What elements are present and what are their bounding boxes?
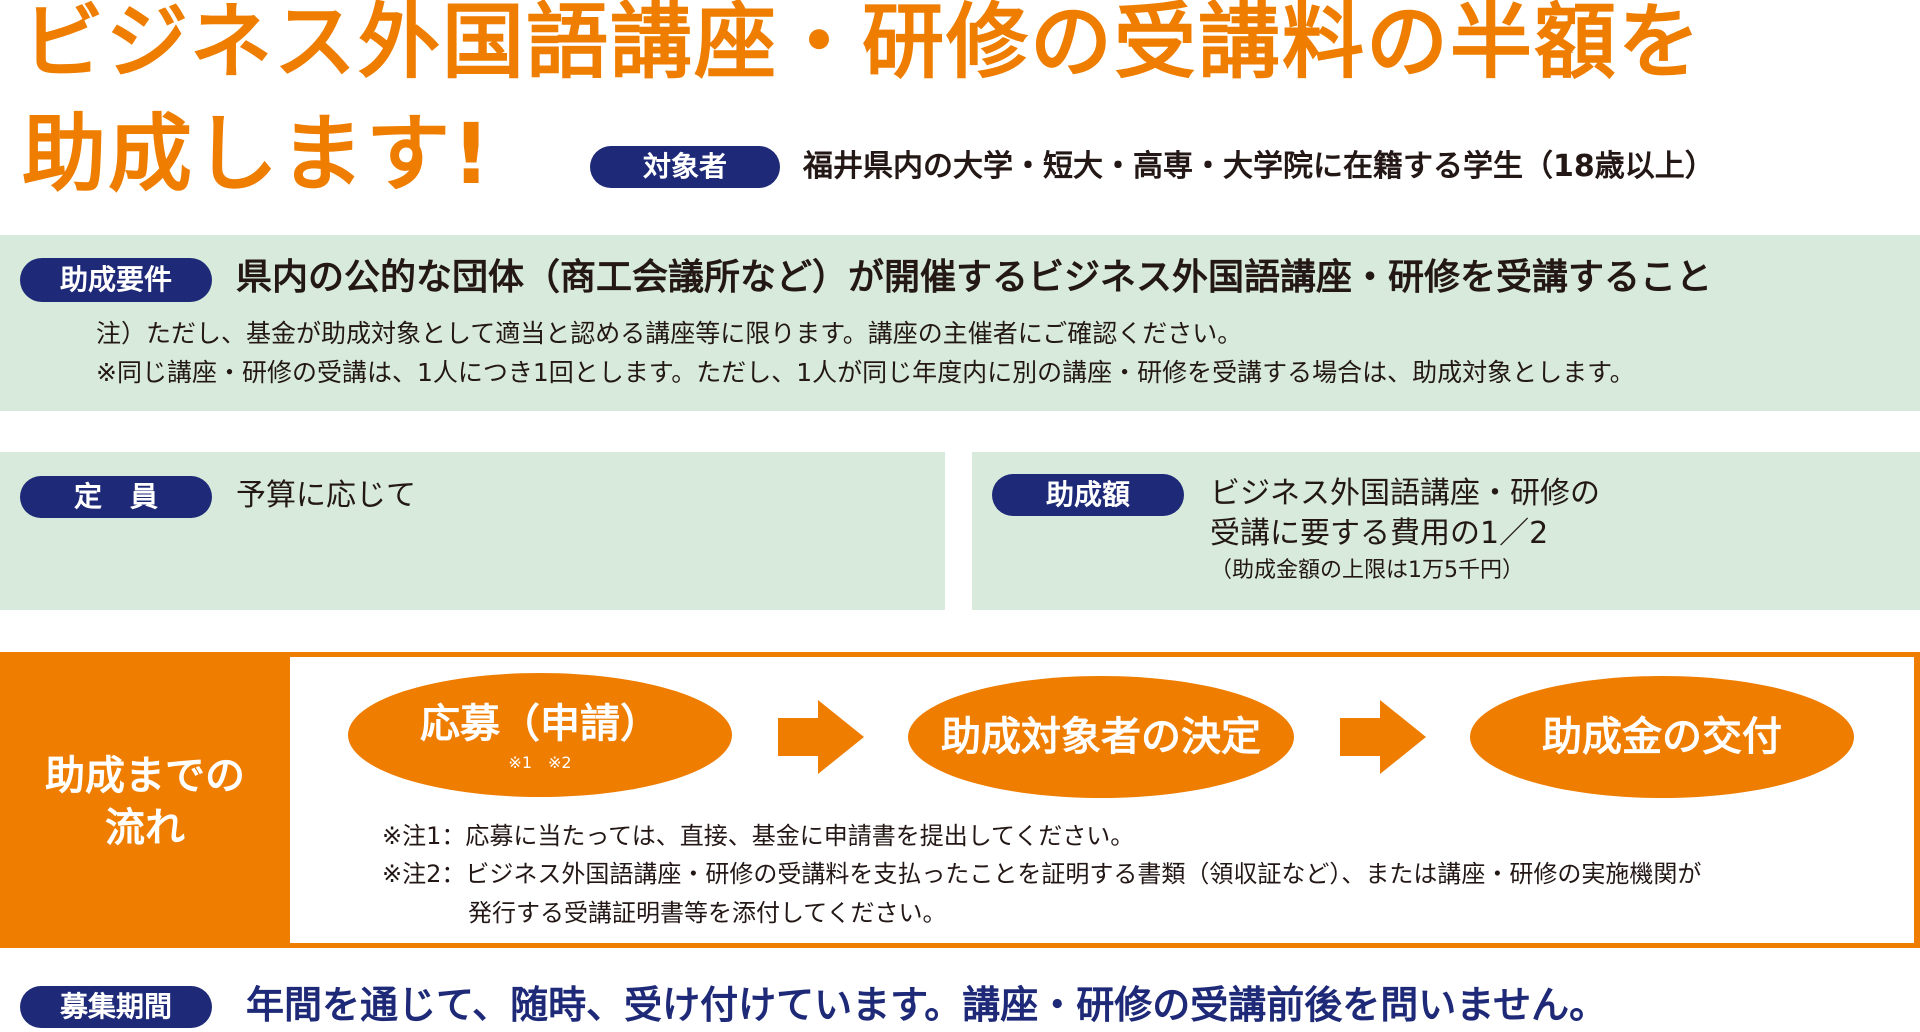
requirements-note1: 注）ただし、基金が助成対象として適当と認める講座等に限ります。講座の主催者にご確… xyxy=(96,319,1243,348)
flow-note1: ※注1：応募に当たっては、直接、基金に申請書を提出してください。 xyxy=(382,822,1135,850)
requirements-main: 県内の公的な団体（商工会議所など）が開催するビジネス外国語講座・研修を受講するこ… xyxy=(236,257,1713,298)
target-text: 福井県内の大学・短大・高専・大学院に在籍する学生（18歳以上） xyxy=(803,149,1715,184)
flow-arrow-right-icon xyxy=(778,700,864,774)
requirements-panel xyxy=(0,235,1920,411)
flow-step-decision: 助成対象者の決定 xyxy=(908,676,1294,798)
flow-note2: ※注2：ビジネス外国語講座・研修の受講料を支払ったことを証明する書類（領収証など… xyxy=(382,860,1702,888)
flow-label-line2: 流れ xyxy=(105,805,185,851)
amount-line1: ビジネス外国語講座・研修の xyxy=(1210,476,1600,511)
headline-line1: ビジネス外国語講座・研修の受講料の半額を xyxy=(22,0,1703,90)
flow-step-apply-label: 応募（申請） xyxy=(420,701,660,747)
capacity-text: 予算に応じて xyxy=(236,478,416,513)
headline-line2: 助成します! xyxy=(22,105,493,203)
recruit-text: 年間を通じて、随時、受け付けています。講座・研修の受講前後を問いません。 xyxy=(246,983,1608,1027)
flow-step-apply: 応募（申請） ※1 ※2 xyxy=(348,673,732,797)
amount-line2: 受講に要する費用の1／2 xyxy=(1210,516,1549,551)
flow-label-line1: 助成までの xyxy=(45,753,245,799)
requirements-label: 助成要件 xyxy=(20,258,212,302)
flow-step-payment: 助成金の交付 xyxy=(1470,676,1854,798)
flow-note2-continued: 発行する受講証明書等を添付してください。 xyxy=(468,899,947,927)
requirements-note2: ※同じ講座・研修の受講は、1人につき1回とします。ただし、1人が同じ年度内に別の… xyxy=(96,358,1635,387)
flow-arrow-right-icon xyxy=(1340,700,1426,774)
capacity-label: 定 員 xyxy=(20,476,212,518)
amount-line3: （助成金額の上限は1万5千円） xyxy=(1210,558,1524,583)
target-label: 対象者 xyxy=(590,146,780,188)
flow-step-apply-notes: ※1 ※2 xyxy=(508,753,572,772)
recruit-label: 募集期間 xyxy=(20,986,212,1028)
amount-label: 助成額 xyxy=(992,474,1184,516)
